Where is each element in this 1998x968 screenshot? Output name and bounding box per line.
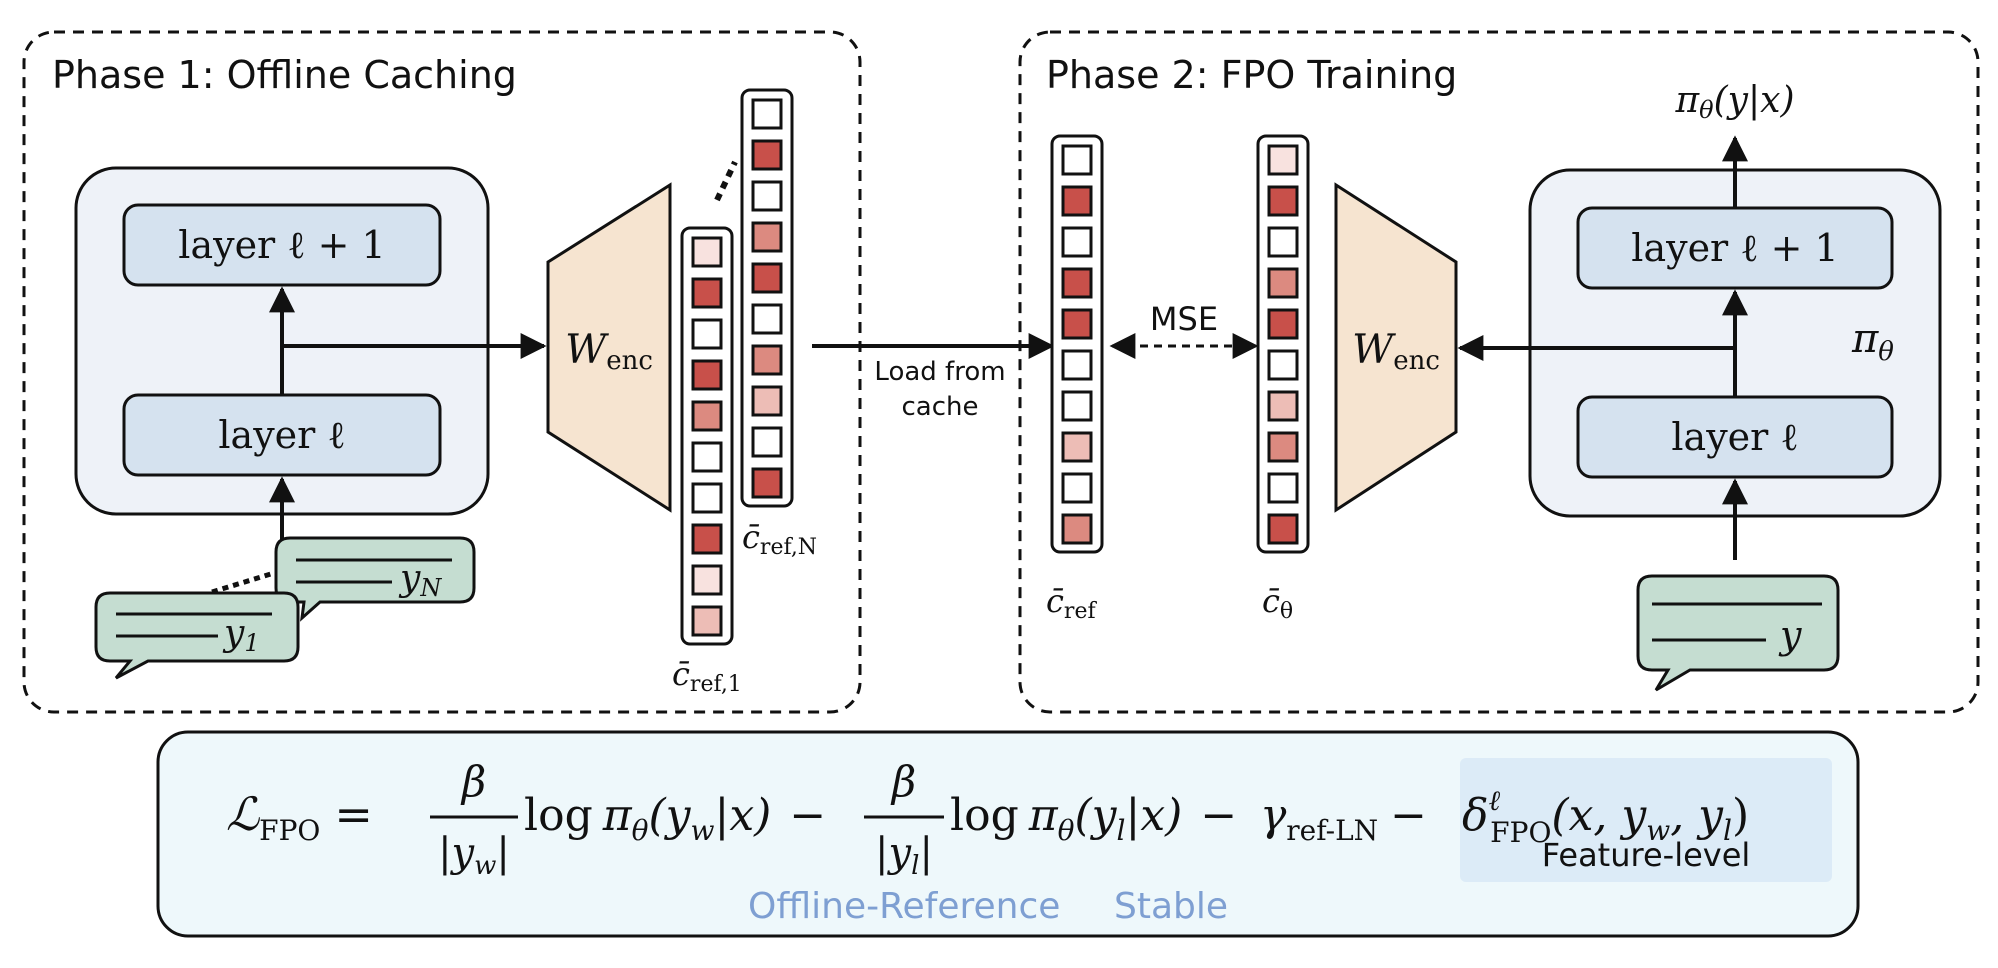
- vector-cell: [691, 564, 723, 596]
- phase2-response-bubble: y: [1636, 574, 1840, 692]
- cache-vector-first: [680, 226, 734, 646]
- ref-vector: [1050, 134, 1104, 554]
- phase2-encoder-label: Wenc: [1352, 327, 1440, 376]
- phase1-layer-bottom-label: layer ℓ: [218, 413, 345, 457]
- vector-cell: [691, 277, 723, 309]
- loss-beta-1: β: [460, 757, 486, 806]
- loss-denom-2: |yl|: [875, 830, 933, 881]
- loss-lhs: ℒFPO=: [226, 787, 373, 847]
- vector-cell: [751, 221, 783, 253]
- vector-cell: [751, 426, 783, 458]
- cache-vector-last: [740, 88, 794, 508]
- vector-cell: [1061, 390, 1093, 422]
- vector-cell: [1267, 349, 1299, 381]
- vector-cell: [1267, 513, 1299, 545]
- vector-cell: [1267, 472, 1299, 504]
- stable-annotation: Stable: [1114, 886, 1228, 927]
- loss-beta-2: β: [890, 757, 916, 806]
- cache-first-label: c̄ref,1: [672, 655, 742, 697]
- vector-cell: [751, 344, 783, 376]
- vector-cell: [1061, 431, 1093, 463]
- phase2-encoder: [1334, 182, 1458, 513]
- vector-cell: [751, 262, 783, 294]
- feature-level-highlight: [1460, 758, 1832, 882]
- vector-cell: [1061, 226, 1093, 258]
- cache-last-label: c̄ref,N: [742, 518, 817, 560]
- svg-text:yN: yN: [398, 558, 442, 602]
- ref-vector-label: c̄ref: [1046, 582, 1097, 624]
- bubbles-ellipsis: [211, 570, 275, 595]
- vector-cell: [751, 180, 783, 212]
- phase2-output-label: πθ(y|x): [1675, 80, 1795, 124]
- vector-cell: [1267, 267, 1299, 299]
- phase2-layer-bottom-label: layer ℓ: [1671, 415, 1798, 459]
- loss-box: [156, 730, 1860, 938]
- vector-cell: [1061, 144, 1093, 176]
- vector-cell: [1061, 472, 1093, 504]
- phase1-layer-top-box: [122, 203, 442, 287]
- response-bubble-first: y1: [94, 591, 300, 680]
- vector-cell: [751, 303, 783, 335]
- vector-cell: [691, 482, 723, 514]
- vector-cell: [691, 400, 723, 432]
- vector-cell: [751, 139, 783, 171]
- cache-vectors-ellipsis: [714, 160, 738, 202]
- vector-cell: [1061, 267, 1093, 299]
- vector-cell: [751, 98, 783, 130]
- policy-vector-label: c̄θ: [1262, 582, 1293, 624]
- loss-gamma-term: γref-LN−: [1260, 790, 1427, 847]
- vector-cell: [691, 523, 723, 555]
- phase2-policy-label: πθ: [1851, 316, 1894, 367]
- offline-reference-annotation: Offline-Reference: [748, 886, 1060, 927]
- phase2-title: Phase 2: FPO Training: [1046, 53, 1457, 97]
- vector-cell: [691, 236, 723, 268]
- vector-cell: [1267, 185, 1299, 217]
- vector-cell: [751, 385, 783, 417]
- vector-cell: [1061, 349, 1093, 381]
- phase1-layer-top-label: layer ℓ + 1: [178, 223, 385, 267]
- phase2-response-label: y: [1778, 613, 1802, 657]
- vector-cell: [751, 467, 783, 499]
- vector-cell: [691, 359, 723, 391]
- vector-cell: [691, 605, 723, 637]
- policy-vector: [1256, 134, 1310, 554]
- vector-cell: [1061, 185, 1093, 217]
- vector-cell: [1267, 390, 1299, 422]
- vector-cell: [1267, 308, 1299, 340]
- svg-text:y1: y1: [222, 613, 260, 657]
- phase2-border: [1018, 30, 1980, 714]
- vector-cell: [1267, 431, 1299, 463]
- vector-cell: [691, 441, 723, 473]
- vector-cell: [691, 318, 723, 350]
- vector-cell: [1061, 513, 1093, 545]
- phase2-panel: Phase 2: FPO Training c̄ref MSE c̄θ Wenc…: [1018, 30, 1980, 714]
- phase1-panel: Phase 1: Offline Caching layer ℓ + 1 lay…: [22, 30, 862, 714]
- phase1-encoder: [546, 182, 672, 513]
- phase1-border: [22, 30, 862, 714]
- response-bubble-last: yN: [274, 536, 476, 622]
- mse-label: MSE: [1150, 300, 1218, 338]
- phase2-layer-top-label: layer ℓ + 1: [1631, 226, 1838, 270]
- load-from-cache-label-line2: cache: [902, 392, 979, 422]
- vector-cell: [1061, 308, 1093, 340]
- phase1-title: Phase 1: Offline Caching: [52, 53, 517, 97]
- loss-denom-1: |yw|: [438, 830, 510, 881]
- feature-level-annotation: Feature-level: [1542, 836, 1751, 874]
- vector-cell: [1267, 226, 1299, 258]
- load-from-cache-label-line1: Load from: [874, 357, 1005, 387]
- phase1-encoder-label: Wenc: [565, 327, 653, 376]
- vector-cell: [1267, 144, 1299, 176]
